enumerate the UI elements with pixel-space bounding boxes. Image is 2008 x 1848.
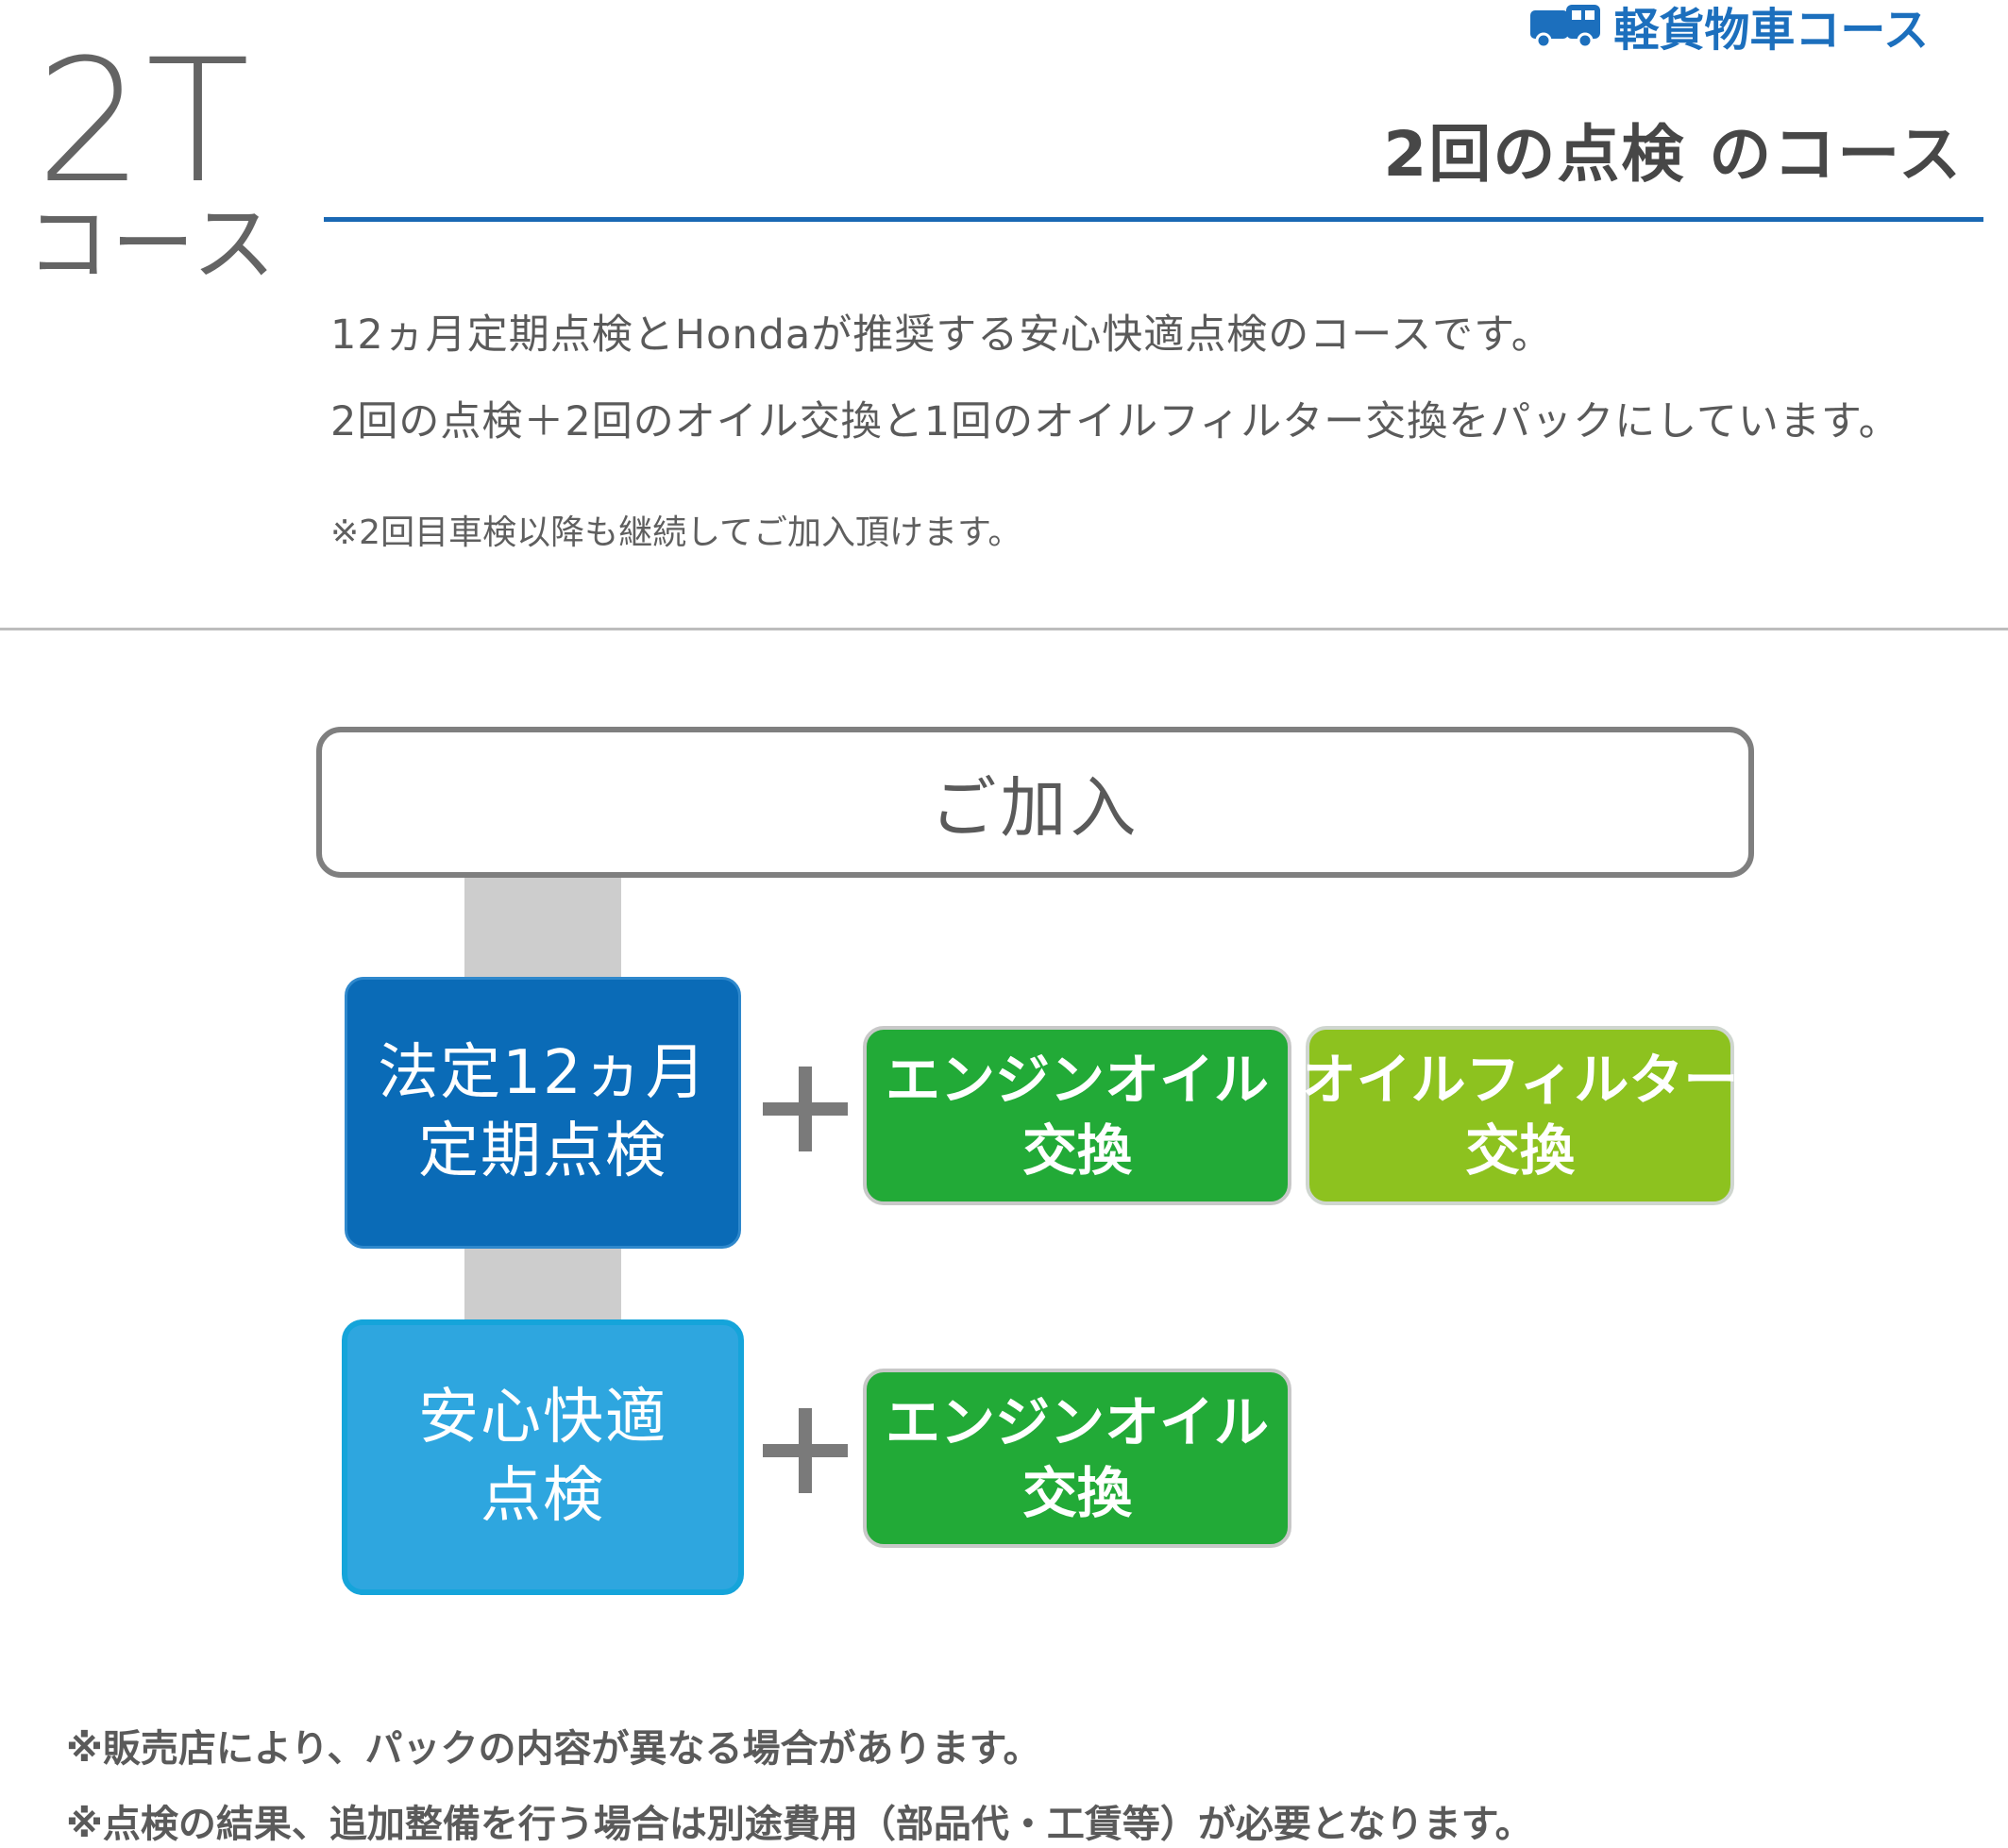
truck-icon	[1530, 5, 1601, 48]
course-title: 2回の点検 のコース	[1383, 118, 1963, 191]
plus-icon	[763, 1408, 848, 1493]
engine-oil-change-box: エンジンオイル 交換	[863, 1369, 1291, 1548]
description-line-2: 2回の点検＋2回のオイル交換と1回のオイルフィルター交換をパックにしています。	[330, 398, 1900, 445]
footnote-2: ※点検の結果、追加整備を行う場合は別途費用（部品代・工賃等）が必要となります。	[66, 1803, 1533, 1846]
legal-inspection-box: 法定12ヵ月 定期点検	[345, 977, 741, 1249]
oil-filter-line-2: 交換	[1464, 1118, 1575, 1183]
anshin-inspection-box: 安心快適 点検	[342, 1319, 744, 1595]
engine-oil-change-box: エンジンオイル 交換	[863, 1026, 1291, 1205]
connector-bar	[464, 1248, 621, 1321]
course-code: 2T	[36, 24, 252, 221]
description-note: ※2回目車検以降も継続してご加入頂けます。	[330, 513, 1022, 552]
plus-icon	[763, 1067, 848, 1151]
legal-inspection-line-1: 法定12ヵ月	[378, 1037, 708, 1108]
description-line-1: 12ヵ月定期点検とHondaが推奨する安心快適点検のコースです。	[330, 311, 1553, 359]
category-text: 軽貨物車コース	[1613, 4, 1929, 57]
oil-filter-line-1: オイルフィルター	[1301, 1047, 1739, 1112]
title-divider	[324, 217, 1983, 222]
engine-oil-line-1: エンジンオイル	[885, 1047, 1269, 1112]
category-label: 軽貨物車コース	[1528, 0, 1929, 57]
legal-inspection-line-2: 定期点検	[418, 1117, 667, 1186]
engine-oil-line-1: エンジンオイル	[885, 1389, 1269, 1454]
course-code-subtitle: コース	[26, 195, 278, 293]
oil-filter-change-box: オイルフィルター 交換	[1302, 1026, 1738, 1205]
footnote-1: ※販売店により、パックの内容が異なる場合があります。	[66, 1727, 1041, 1771]
engine-oil-line-2: 交換	[1021, 1118, 1132, 1183]
section-divider	[0, 628, 2008, 630]
anshin-inspection-line-1: 安心快適	[418, 1382, 667, 1453]
engine-oil-line-2: 交換	[1021, 1461, 1132, 1525]
join-box: ご加入	[316, 727, 1754, 878]
anshin-inspection-line-2: 点検	[481, 1461, 605, 1531]
connector-bar	[464, 878, 621, 977]
